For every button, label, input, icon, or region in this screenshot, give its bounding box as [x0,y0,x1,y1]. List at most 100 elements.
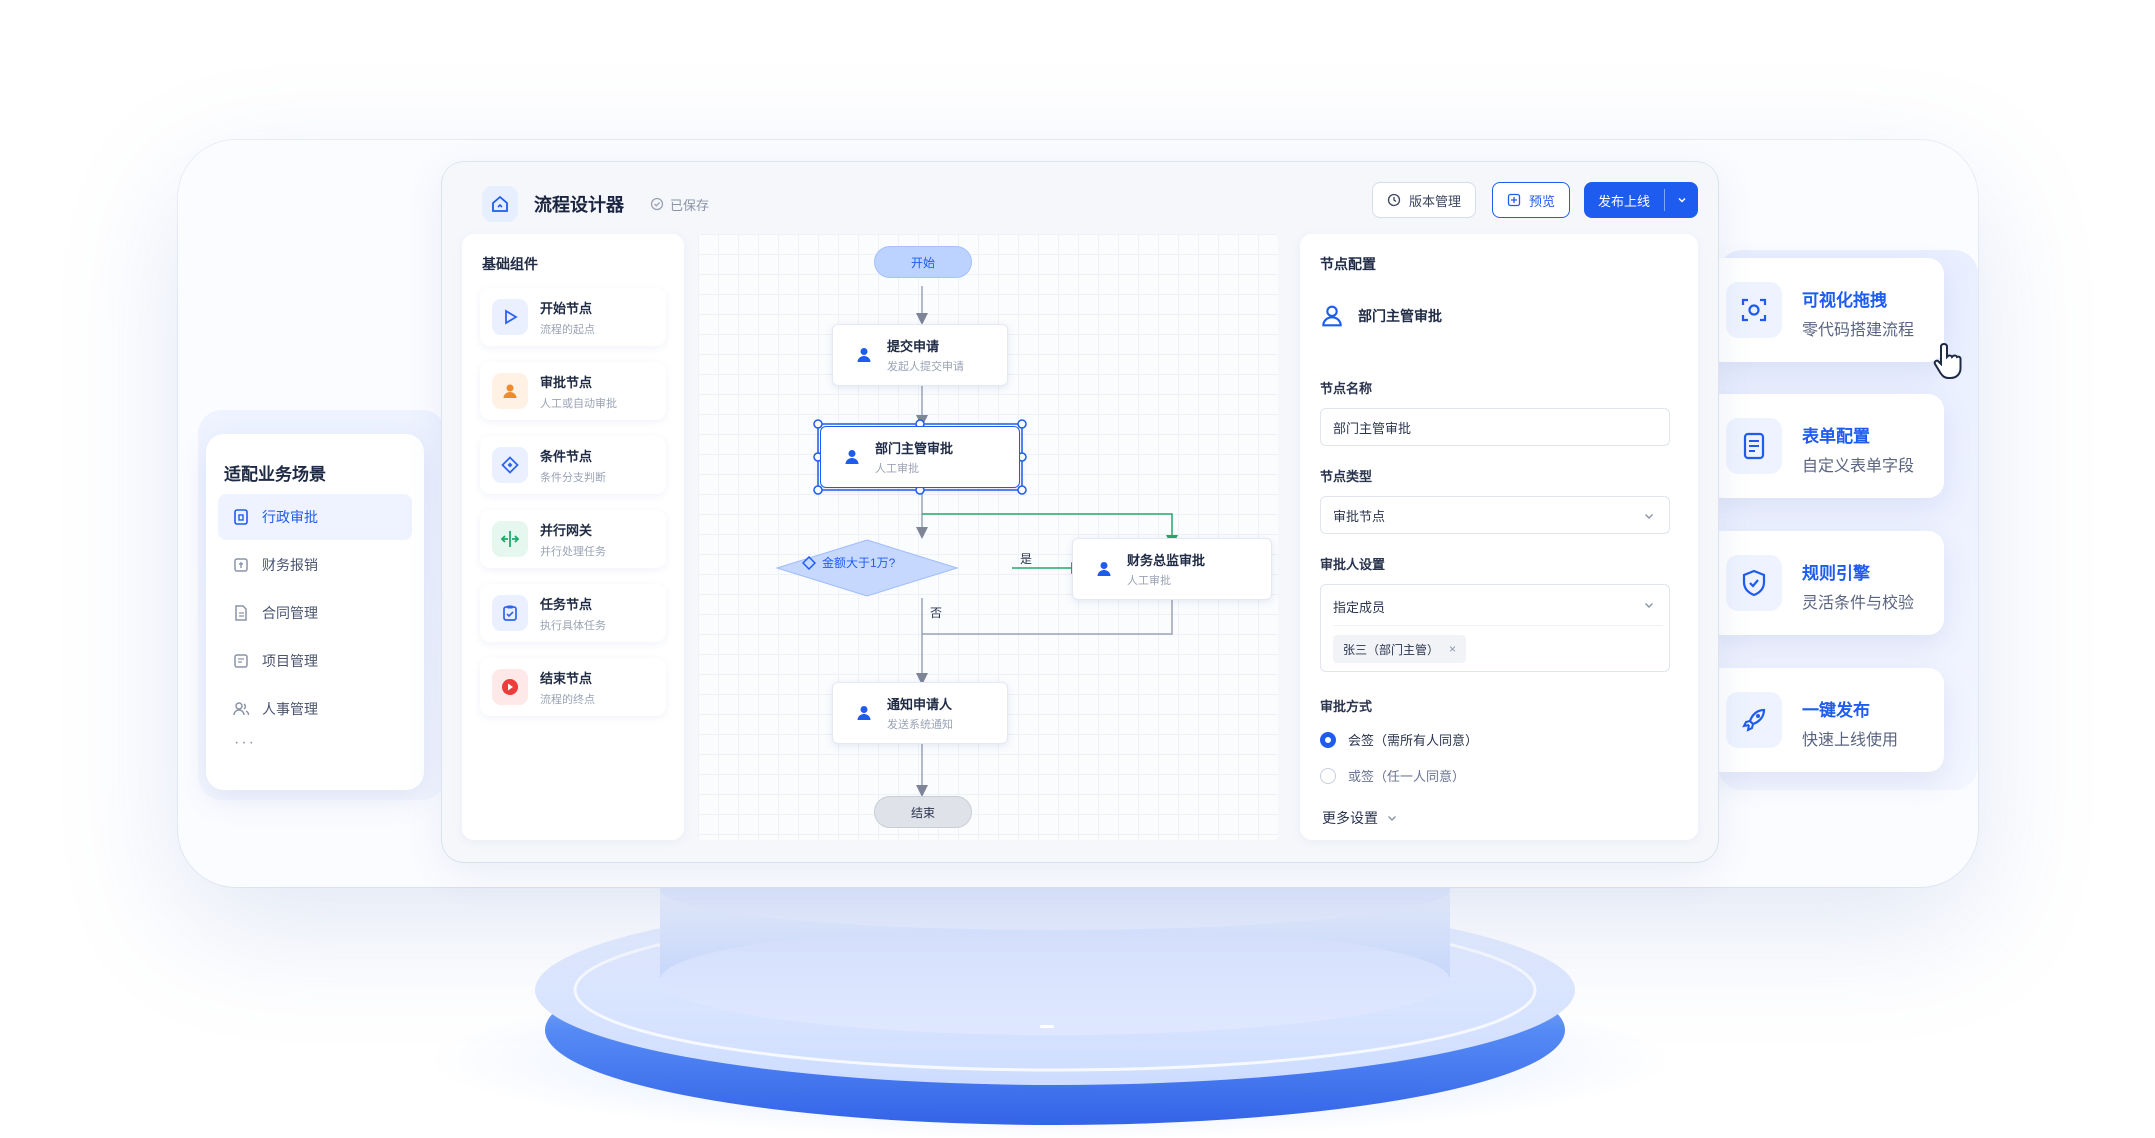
feature-desc: 快速上线使用 [1802,732,1899,749]
more-settings[interactable]: 更多设置 [1322,808,1398,828]
scene-item-label: 合同管理 [262,605,318,621]
component-name: 审批节点 [540,374,593,390]
flow-condition-node[interactable]: 金额大于1万? [802,554,895,571]
node-name: 财务总监审批 [1127,553,1206,568]
person-icon [492,373,528,409]
feature-desc: 零代码搭建流程 [1802,322,1915,339]
person-icon [1093,558,1115,580]
users-icon [233,702,250,716]
folder-icon [234,654,248,668]
component-desc: 执行具体任务 [540,619,606,632]
component-name: 条件节点 [540,448,593,464]
component-condition[interactable]: 条件节点条件分支判断 [480,436,666,494]
node-name: 部门主管审批 [875,441,954,456]
split-arrows-icon [492,521,528,557]
components-panel: 基础组件 开始节点流程的起点 审批节点人工或自动审批 条件节点条件分支判断 并行… [462,234,684,840]
component-desc: 流程的终点 [540,693,595,706]
approver-tag-label: 张三（部门主管） [1343,642,1440,657]
node-name-value: 部门主管审批 [1333,420,1412,436]
component-task[interactable]: 任务节点执行具体任务 [480,584,666,642]
component-approval[interactable]: 审批节点人工或自动审批 [480,362,666,420]
flow-node-dept-approval[interactable]: 部门主管审批人工审批 [820,426,1020,488]
component-end[interactable]: 结束节点流程的终点 [480,658,666,716]
feature-card-publish: 一键发布 快速上线使用 [1706,668,1944,772]
scene-item-hr[interactable]: 人事管理 [218,686,412,732]
scene-item-admin[interactable]: 行政审批 [218,494,412,540]
feature-desc: 灵活条件与校验 [1802,595,1915,612]
preview-button-label: 预览 [1529,193,1556,209]
config-title: 节点配置 [1320,256,1376,272]
hand-cursor-icon [1933,342,1962,379]
scene-item-finance[interactable]: 财务报销 [218,542,412,588]
publish-button[interactable]: 发布上线 [1584,182,1698,218]
component-name: 开始节点 [540,300,593,316]
preview-icon [1507,193,1521,207]
approver-divider [1333,625,1663,626]
feature-title: 规则引擎 [1802,564,1870,583]
flow-node-submit[interactable]: 提交申请发起人提交申请 [832,324,1008,386]
more-settings-label: 更多设置 [1322,810,1378,826]
component-desc: 并行处理任务 [540,545,606,558]
publish-divider [1664,189,1666,211]
node-desc: 人工审批 [875,463,919,475]
config-panel: 节点配置 部门主管审批 节点名称 部门主管审批 节点类型 审批节点 审批人设置 … [1300,234,1698,840]
person-icon [841,446,863,468]
scene-item-project[interactable]: 项目管理 [218,638,412,684]
clipboard-icon [492,595,528,631]
flow-start-node[interactable]: 开始 [874,246,972,278]
chevron-down-icon[interactable] [1665,195,1698,205]
radio-checked[interactable] [1320,731,1336,748]
node-desc: 人工审批 [1127,575,1171,587]
diamond-icon [492,447,528,483]
publish-button-label: 发布上线 [1598,193,1651,209]
chevron-down-icon [1645,514,1653,519]
scene-item-label: 行政审批 [262,509,318,525]
flow-node-notify[interactable]: 通知申请人发送系统通知 [832,682,1008,744]
approver-box[interactable]: 指定成员 张三（部门主管） × [1320,584,1670,672]
app-title: 流程设计器 [534,195,624,215]
config-node-title: 部门主管审批 [1358,308,1442,324]
scene-item-label: 项目管理 [262,653,318,669]
node-name: 通知申请人 [887,697,953,712]
node-type-select[interactable]: 审批节点 [1320,496,1670,534]
preview-button[interactable]: 预览 [1492,182,1571,218]
scene-more[interactable]: ··· [234,734,256,751]
node-name: 提交申请 [887,339,940,354]
feature-title: 可视化拖拽 [1802,291,1887,310]
method-option-all[interactable]: 会签（需所有人同意） [1320,730,1478,749]
method-option-any[interactable]: 或签（任一人同意） [1320,766,1465,785]
flow-canvas[interactable]: 开始 提交申请发起人提交申请 部门主管审批人工审批 金额大于1万? 是 否 财务… [698,234,1278,840]
node-name-input[interactable]: 部门主管审批 [1320,408,1670,446]
person-icon [853,344,875,366]
close-icon[interactable]: × [1449,642,1457,656]
radio-unchecked[interactable] [1320,767,1336,784]
building-icon [234,509,248,525]
flow-designer-window: 流程设计器 已保存 版本管理 预览 发布上线 基础组件 开始节点流程的起点 [442,162,1718,862]
file-icon [235,605,247,621]
clock-icon [1387,193,1401,207]
document-icon [1726,418,1782,474]
feature-card-form: 表单配置 自定义表单字段 [1706,394,1944,498]
approver-value: 指定成员 [1333,600,1386,615]
flow-node-finance-approval[interactable]: 财务总监审批人工审批 [1072,538,1272,600]
feature-card-drag: 可视化拖拽 零代码搭建流程 [1706,258,1962,379]
flow-connectors [775,286,1178,797]
name-label: 节点名称 [1320,381,1373,396]
component-name: 任务节点 [540,596,593,612]
component-parallel[interactable]: 并行网关并行处理任务 [480,510,666,568]
chevron-down-icon [1645,603,1653,608]
component-desc: 人工或自动审批 [540,397,617,410]
components-title: 基础组件 [482,256,538,272]
component-name: 结束节点 [540,670,593,686]
method-label: 审批方式 [1320,699,1373,714]
version-button[interactable]: 版本管理 [1372,182,1477,218]
component-start[interactable]: 开始节点流程的起点 [480,288,666,346]
scene-item-contract[interactable]: 合同管理 [218,590,412,636]
stop-icon [492,669,528,705]
config-node-header: 部门主管审批 [1320,304,1442,328]
wallet-icon [234,558,248,572]
app-header: 流程设计器 已保存 [482,186,709,222]
condition-label: 金额大于1万? [822,556,896,570]
scan-icon [1726,282,1782,338]
flow-end-node[interactable]: 结束 [874,796,972,828]
